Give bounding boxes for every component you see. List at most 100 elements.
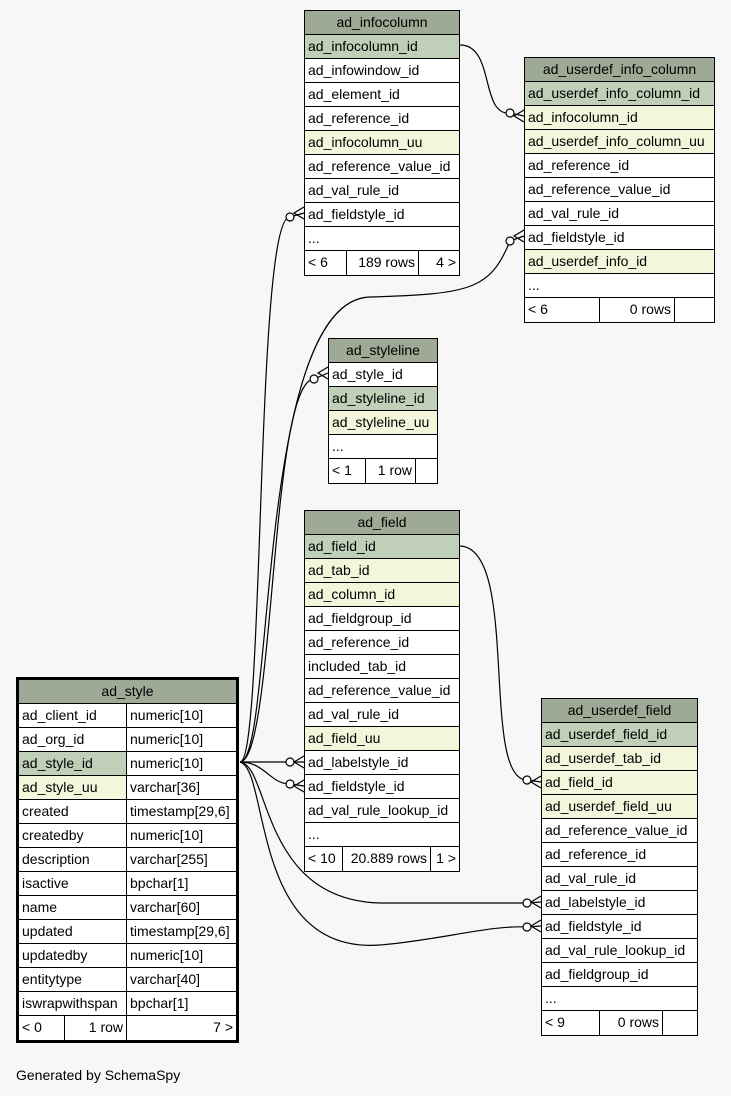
column-row[interactable]: ad_labelstyle_id xyxy=(305,751,459,775)
column-row[interactable]: ad_fieldstyle_id xyxy=(542,915,697,939)
column-row[interactable]: ad_infocolumn_id xyxy=(525,106,714,130)
column-row[interactable]: ad_styleline_uu xyxy=(329,411,437,435)
column-row[interactable]: ad_reference_value_id xyxy=(542,819,697,843)
row-count[interactable]: 20.889 rows xyxy=(343,847,431,871)
column-row[interactable]: ad_column_id xyxy=(305,583,459,607)
column-row[interactable]: ad_fieldstyle_id xyxy=(525,226,714,250)
row-count[interactable]: 0 rows xyxy=(600,298,675,322)
column-row[interactable]: ad_tab_id xyxy=(305,559,459,583)
link-style-styleline xyxy=(239,372,329,763)
column-row[interactable]: ad_field_id xyxy=(542,771,697,795)
column-row[interactable]: ... xyxy=(305,823,459,847)
column-row[interactable]: ad_reference_id xyxy=(305,107,459,131)
parents-count[interactable]: < 6 xyxy=(305,251,347,275)
column-row[interactable]: ad_reference_id xyxy=(305,631,459,655)
column-row[interactable]: ... xyxy=(329,435,437,459)
column-name: ad_fieldgroup_id xyxy=(545,966,649,982)
parents-count[interactable]: < 10 xyxy=(305,847,343,871)
column-row[interactable]: ad_reference_id xyxy=(542,843,697,867)
parents-count[interactable]: < 6 xyxy=(525,298,600,322)
column-row[interactable]: ad_style_id xyxy=(329,363,437,387)
column-row[interactable]: ad_val_rule_lookup_id xyxy=(305,799,459,823)
row-count[interactable]: 0 rows xyxy=(600,1011,663,1035)
column-row[interactable]: ... xyxy=(305,227,459,251)
children-count[interactable]: 4 > xyxy=(436,254,456,270)
children-count[interactable] xyxy=(416,459,437,483)
row-count[interactable]: 1 row xyxy=(366,459,416,483)
column-row[interactable]: ad_reference_value_id xyxy=(525,178,714,202)
column-name: description xyxy=(19,848,127,871)
column-row[interactable]: included_tab_id xyxy=(305,655,459,679)
column-name: isactive xyxy=(19,872,127,895)
column-row[interactable]: ad_infowindow_id xyxy=(305,59,459,83)
column-row[interactable]: ad_reference_value_id xyxy=(305,155,459,179)
children-count[interactable] xyxy=(663,1011,697,1035)
column-type: varchar[36] xyxy=(127,776,236,799)
column-name: ad_style_id xyxy=(332,366,403,382)
column-row[interactable]: ad_userdef_info_id xyxy=(525,250,714,274)
column-row[interactable]: ... xyxy=(525,274,714,298)
column-row[interactable]: ad_val_rule_lookup_id xyxy=(542,939,697,963)
children-count[interactable]: 1 > xyxy=(436,850,456,866)
column-name: included_tab_id xyxy=(308,658,407,674)
column-name: ad_element_id xyxy=(308,86,400,102)
column-row[interactable]: ad_fieldgroup_id xyxy=(542,963,697,987)
column-row[interactable]: ad_userdef_tab_id xyxy=(542,747,697,771)
parents-count[interactable]: < 0 xyxy=(19,1016,65,1040)
children-count[interactable] xyxy=(675,298,714,322)
column-row[interactable]: ad_val_rule_id xyxy=(542,867,697,891)
column-row[interactable]: ad_styleline_id xyxy=(329,387,437,411)
parents-count[interactable]: < 9 xyxy=(542,1011,600,1035)
column-name: updatedby xyxy=(19,944,127,967)
column-row[interactable]: ad_userdef_field_id xyxy=(542,723,697,747)
link-style-userdef-fieldstyle xyxy=(239,761,542,946)
column-name: ad_style_uu xyxy=(19,776,127,799)
column-row[interactable]: ad_element_id xyxy=(305,83,459,107)
column-row[interactable]: ad_fieldgroup_id xyxy=(305,607,459,631)
parents-count[interactable]: < 1 xyxy=(329,459,366,483)
column-row[interactable]: ad_reference_id xyxy=(525,154,714,178)
column-row[interactable]: ad_userdef_field_uu xyxy=(542,795,697,819)
column-row[interactable]: ad_infocolumn_uu xyxy=(305,131,459,155)
column-name: ad_client_id xyxy=(19,704,127,727)
column-row[interactable]: ad_val_rule_id xyxy=(305,179,459,203)
column-name: ad_field_uu xyxy=(308,730,381,746)
column-row[interactable]: ad_fieldstyle_id xyxy=(305,775,459,799)
column-row[interactable]: ad_val_rule_id xyxy=(305,703,459,727)
column-row[interactable]: ad_reference_value_id xyxy=(305,679,459,703)
row-count[interactable]: 189 rows xyxy=(347,251,419,275)
column-row[interactable]: ad_val_rule_id xyxy=(525,202,714,226)
column-row[interactable]: ad_field_uu xyxy=(305,727,459,751)
column-row[interactable]: ad_userdef_info_column_uu xyxy=(525,130,714,154)
column-name: ad_userdef_field_uu xyxy=(545,798,672,814)
column-row[interactable]: ad_field_id xyxy=(305,535,459,559)
children-count[interactable]: 7 > xyxy=(213,1019,233,1035)
column-row[interactable]: ad_userdef_info_column_id xyxy=(525,82,714,106)
column-row[interactable]: ... xyxy=(542,987,697,1011)
column-row[interactable]: ad_labelstyle_id xyxy=(542,891,697,915)
column-name: ... xyxy=(308,826,320,842)
row-count[interactable]: 1 row xyxy=(65,1016,127,1040)
column-row[interactable]: ad_fieldstyle_id xyxy=(305,203,459,227)
column-row[interactable]: ad_infocolumn_id xyxy=(305,35,459,59)
table-header: ad_style xyxy=(19,680,236,704)
